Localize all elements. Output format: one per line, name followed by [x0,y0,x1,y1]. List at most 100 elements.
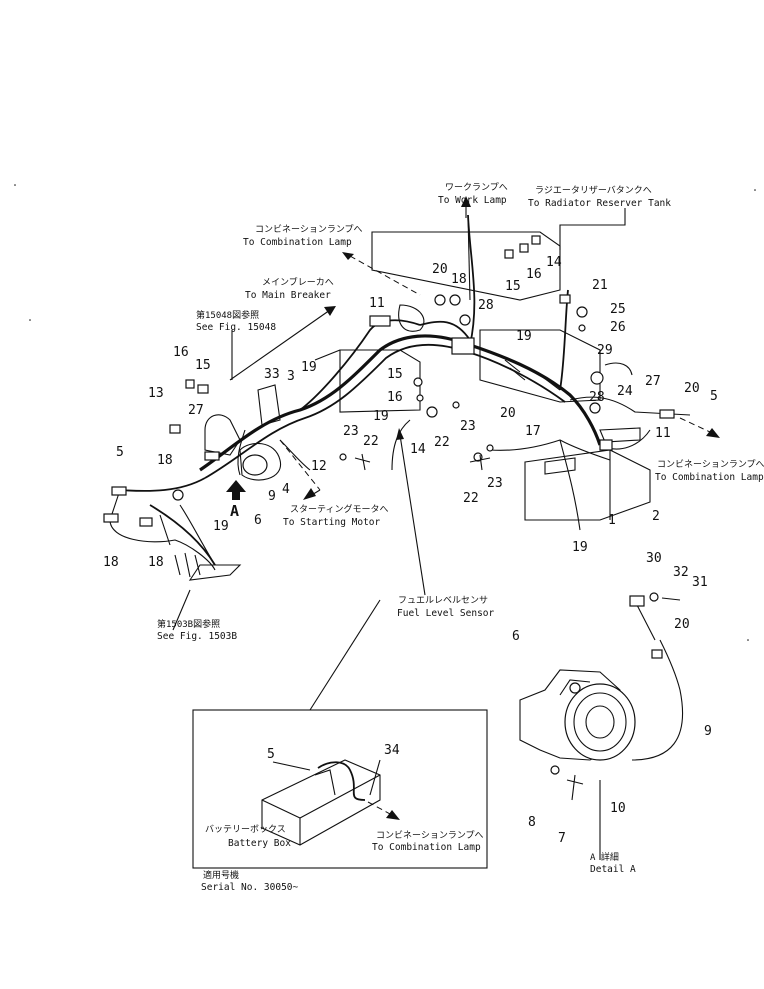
part-number: 32 [673,565,689,580]
part-number: 13 [148,386,164,401]
part-number: 20 [432,262,448,277]
part-number: 7 [558,831,566,846]
part-number: 10 [610,801,626,816]
part-number: 29 [597,343,613,358]
part-number: 8 [528,815,536,830]
detail-a-jp: A 詳細 [590,851,619,863]
part-number: 24 [617,384,633,399]
part-number: 16 [387,390,403,405]
to-main-breaker-jp: メインブレーカへ [262,276,334,288]
to-work-lamp-jp: ワークランプへ [445,182,508,193]
scan-specks [14,184,756,641]
part-number: 5 [116,445,124,460]
bottom-fasteners [469,454,491,471]
to-main-breaker-en: To Main Breaker [245,290,331,301]
part-number: 15 [505,279,521,294]
part-number: 25 [610,302,626,317]
part-number: 34 [384,743,400,758]
part-number: 9 [268,489,276,504]
connector-left-18 [103,513,119,523]
to-starting-motor-jp: スターティングモータへ [290,503,388,515]
callout-labels: ワークランプへ To Work Lamp ラジエータリザーバタンクへ To Ra… [157,182,764,893]
to-radiator-en: To Radiator Reserver Tank [528,198,671,209]
to-radiator-jp: ラジエータリザーバタンクへ [535,185,652,196]
to-combination-lamp-inset-jp: コンビネーションランプへ [376,830,484,841]
to-starting-motor-en: To Starting Motor [283,517,381,528]
part-number: 5 [710,389,718,404]
part-number: 15 [387,367,403,382]
part-number: 19 [373,409,389,424]
part-number: 18 [157,453,173,468]
part-number: 4 [282,482,290,497]
fuel-level-sensor-jp: フュエルレベルセンサ [398,595,488,606]
part-number: 18 [148,555,164,570]
part-number: 17 [525,424,541,439]
see-fig-1503b-en: See Fig. 1503B [157,631,237,642]
part-number: 23 [460,419,476,434]
part-number: 27 [645,374,661,389]
part-number: 27 [188,403,204,418]
view-arrow-a [226,480,246,500]
right-fasteners [559,294,675,451]
part-number: 30 [646,551,662,566]
part-number: 18 [451,272,467,287]
to-combination-lamp-top-en: To Combination Lamp [243,237,352,248]
to-combination-lamp-inset-en: To Combination Lamp [372,842,481,853]
part-number: 11 [655,426,671,441]
part-number: 19 [572,540,588,555]
callout-leaders [172,330,601,860]
fuel-level-sensor-en: Fuel Level Sensor [397,608,495,619]
part-number: 6 [254,513,262,528]
part-number: 19 [301,360,317,375]
part-number: 28 [589,390,605,405]
battery-box-jp: バッテリーボックス [205,824,286,835]
to-combination-lamp-right-jp: コンビネーションランプへ [657,459,764,470]
part-number: 23 [343,424,359,439]
part-number: 26 [610,320,626,335]
part-number: 18 [103,555,119,570]
inset-battery-box[interactable] [192,709,488,869]
part-number: 23 [487,476,503,491]
left-harness-branch [103,477,242,581]
view-arrow-label: A [230,502,239,520]
part-number: 19 [213,519,229,534]
fuel-sensor-leader [309,428,426,711]
direction-arrows [229,196,720,500]
serial-en: Serial No. 30050~ [201,882,299,893]
see-fig-1503b-jp: 第1503B図参照 [157,618,220,630]
main-assembly [103,196,720,869]
serial-jp: 適用号機 [203,869,239,881]
detail-a-en: Detail A [590,864,636,875]
part-number: 21 [592,278,608,293]
part-number: 20 [674,617,690,632]
part-number: 12 [311,459,327,474]
to-combination-lamp-top-jp: コンビネーションランプへ [255,224,363,235]
part-number: 22 [434,435,450,450]
part-number: 31 [692,575,708,590]
part-number: 22 [363,434,379,449]
part-number: 28 [478,298,494,313]
see-fig-15048-jp: 第15048図参照 [196,309,259,321]
part-number: 19 [516,329,532,344]
part-number: 9 [704,724,712,739]
part-number: 1 [608,513,616,528]
battery-box-en: Battery Box [228,838,291,849]
part-number: 6 [512,629,520,644]
part-number: 16 [173,345,189,360]
connector-left-5 [111,486,127,496]
part-number: 5 [267,747,275,762]
part-number: 15 [195,358,211,373]
part-number: 16 [526,267,542,282]
part-number: 14 [410,442,426,457]
part-number: 11 [369,296,385,311]
part-number: 20 [684,381,700,396]
see-fig-15048-en: See Fig. 15048 [196,322,276,333]
part-number: 22 [463,491,479,506]
part-number-labels: 1 2 3 4 5 5 5 6 6 7 8 9 9 10 11 11 12 13… [103,255,718,846]
part-number: 3 [287,369,295,384]
part-number: 2 [652,509,660,524]
part-number: 20 [500,406,516,421]
part-number: 14 [546,255,562,270]
part-number: 33 [264,367,280,382]
